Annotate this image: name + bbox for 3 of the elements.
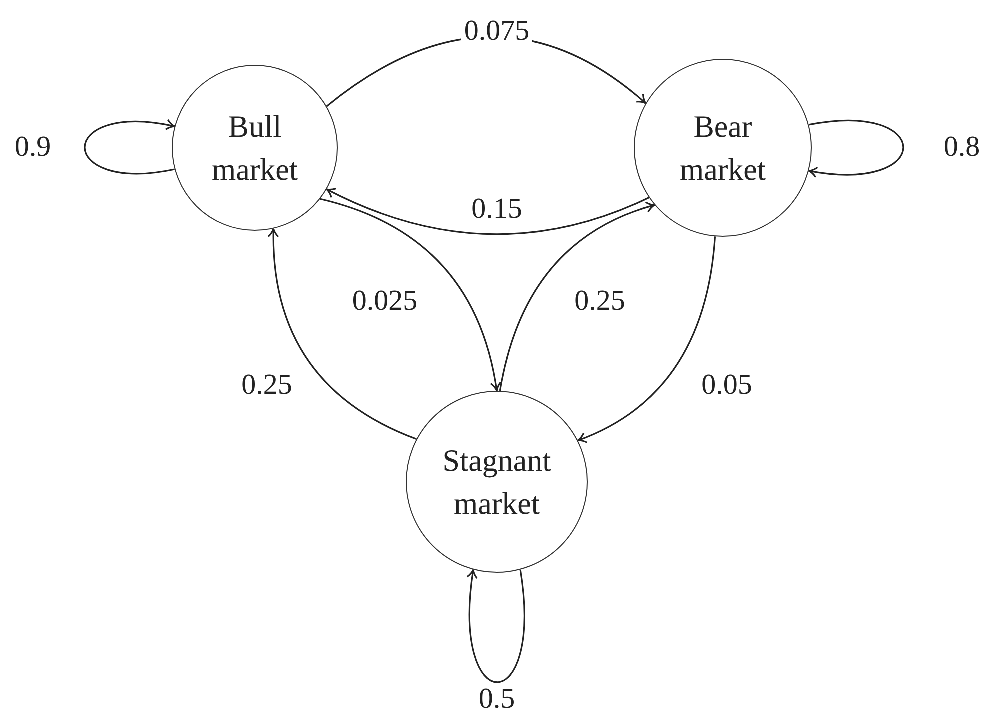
state-name: Stagnant market — [442, 442, 552, 523]
state-name: Bear market — [678, 108, 768, 189]
state-name: Bull market — [210, 108, 300, 189]
